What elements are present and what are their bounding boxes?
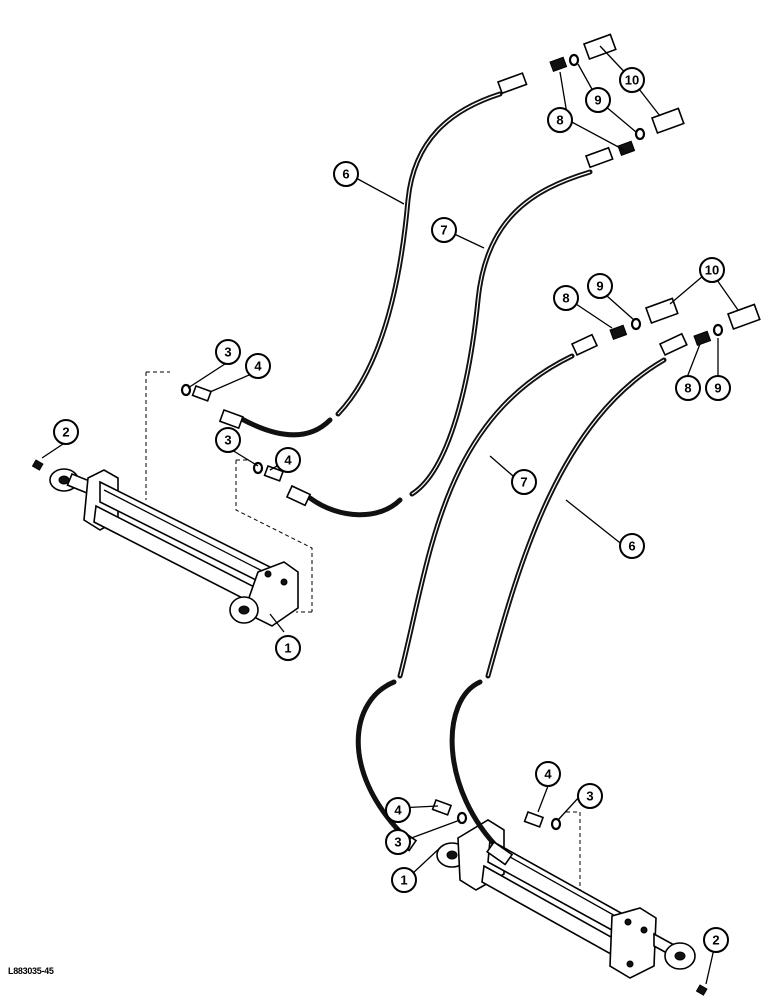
svg-text:3: 3 [224,433,231,448]
hose-6-upper [218,72,528,438]
svg-text:10: 10 [705,263,719,278]
svg-text:4: 4 [254,359,262,374]
svg-text:9: 9 [596,279,603,294]
svg-text:6: 6 [342,167,349,182]
svg-text:10: 10 [625,73,639,88]
callout-4-upper-a: 4 [245,353,271,379]
callout-9-upper: 9 [585,87,611,113]
callout-3-lower-a: 3 [577,783,603,809]
svg-text:9: 9 [594,93,601,108]
svg-text:4: 4 [284,453,292,468]
svg-text:6: 6 [628,539,635,554]
svg-text:8: 8 [556,113,563,128]
figure-reference-code: L883035-45 [8,966,54,976]
svg-text:4: 4 [394,803,402,818]
svg-text:7: 7 [520,475,527,490]
callout-3-lower-b: 3 [385,829,411,855]
hose-6-lower [449,332,688,866]
callout-3-upper-a: 3 [215,339,241,365]
callout-10-lower: 10 [699,257,725,283]
svg-text:7: 7 [440,223,447,238]
hose-7-upper [285,146,614,518]
callout-9-lower-b: 9 [705,375,731,401]
callout-9-lower-a: 9 [587,273,613,299]
callout-2-lower: 2 [703,927,729,953]
svg-text:1: 1 [400,873,407,888]
callout-4-lower-a: 4 [535,761,561,787]
svg-text:3: 3 [394,835,401,850]
callout-3-upper-b: 3 [215,427,241,453]
svg-text:2: 2 [712,933,719,948]
svg-text:1: 1 [284,641,291,656]
svg-text:8: 8 [562,291,569,306]
svg-text:4: 4 [544,767,552,782]
callout-10-upper: 10 [619,67,645,93]
callout-7-upper: 7 [431,217,457,243]
callout-1-upper: 1 [275,635,301,661]
svg-text:2: 2 [62,425,69,440]
svg-text:3: 3 [224,345,231,360]
hose-7-lower [355,333,599,852]
svg-text:3: 3 [586,789,593,804]
callout-8-lower-a: 8 [553,285,579,311]
svg-text:8: 8 [684,381,691,396]
callout-8-lower-b: 8 [675,375,701,401]
callout-8-upper: 8 [547,107,573,133]
callout-2-upper: 2 [53,419,79,445]
callout-6-lower: 6 [619,533,645,559]
hydraulic-cylinder-upper [49,468,299,627]
callout-4-lower-b: 4 [385,797,411,823]
svg-text:9: 9 [714,381,721,396]
callout-4-upper-b: 4 [275,447,301,473]
hydraulic-cylinder-lower [436,819,696,979]
callout-6-upper: 6 [333,161,359,187]
callout-1-lower: 1 [391,867,417,893]
callout-7-lower: 7 [511,469,537,495]
